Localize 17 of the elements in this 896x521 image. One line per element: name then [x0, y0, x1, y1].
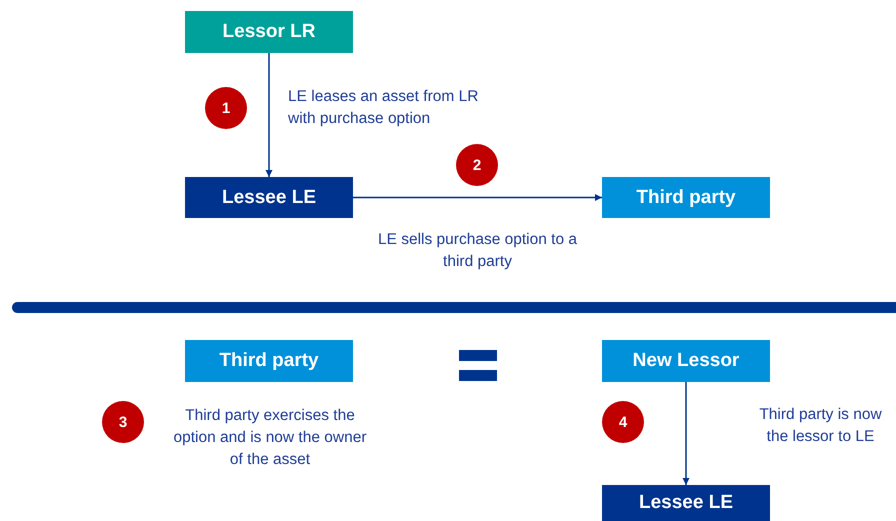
step-description: Third party exercises the option and is now the owner of the asset [172, 406, 368, 470]
party-box: Third party [602, 177, 770, 218]
party-box: Lessee LE [602, 485, 770, 521]
step-number: 2 [456, 144, 498, 186]
arrow [353, 194, 602, 201]
edge-label: Third party is now the lessor to LE [758, 405, 883, 447]
edge-label: LE leases an asset from LR with purchase option [288, 87, 480, 129]
step-number: 4 [602, 401, 644, 443]
edge-label: LE sells purchase option to a third party [376, 230, 578, 272]
party-box: New Lessor [602, 340, 770, 382]
party-box: Third party [185, 340, 353, 382]
step-number: 3 [102, 401, 144, 443]
party-box: Lessee LE [185, 177, 353, 218]
step-number: 1 [205, 87, 247, 129]
party-box: Lessor LR [185, 11, 353, 53]
arrow [682, 382, 690, 485]
arrow [266, 53, 272, 177]
